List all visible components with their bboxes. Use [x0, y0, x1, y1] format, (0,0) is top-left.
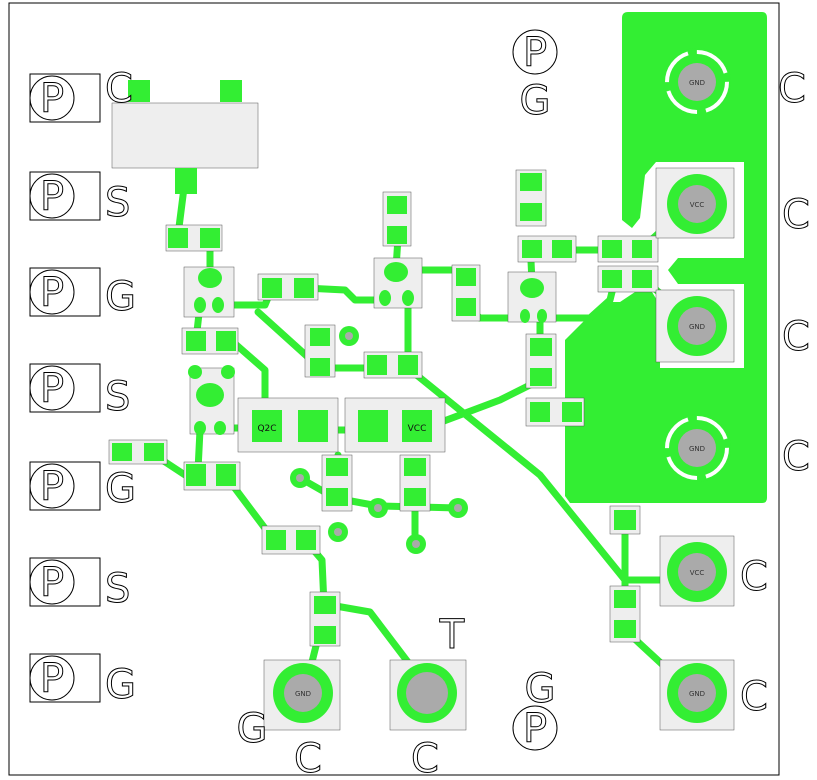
- left-marker-5: P: [29, 461, 101, 511]
- svg-text:GND: GND: [689, 690, 705, 698]
- left-marker-7: P: [29, 653, 101, 703]
- svg-text:GND: GND: [689, 445, 705, 453]
- svg-text:S: S: [105, 566, 130, 612]
- svg-text:G: G: [105, 662, 136, 708]
- svg-text:G: G: [525, 666, 556, 712]
- svg-text:GND: GND: [689, 323, 705, 331]
- svg-text:T: T: [439, 612, 465, 658]
- top-marker: P G: [512, 29, 558, 125]
- svg-text:P: P: [40, 76, 64, 122]
- svg-text:GND: GND: [689, 79, 705, 87]
- svg-text:C: C: [782, 314, 810, 360]
- svg-text:C: C: [411, 736, 439, 780]
- bottom-labels: G P G C C T: [236, 612, 558, 780]
- left-markers: P P P P P P P: [29, 73, 101, 703]
- svg-text:C: C: [740, 554, 768, 600]
- svg-text:G: G: [105, 274, 136, 320]
- svg-text:P: P: [40, 656, 64, 702]
- svg-text:VCC: VCC: [690, 569, 705, 577]
- right-labels: C C C C C C: [740, 66, 811, 721]
- left-marker-4: P: [29, 363, 101, 413]
- svg-text:P: P: [40, 366, 64, 412]
- svg-text:S: S: [105, 374, 130, 420]
- left-marker-3: P: [29, 267, 101, 317]
- svg-text:P: P: [40, 560, 64, 606]
- smd-pads: [112, 80, 652, 644]
- left-labels: C S G S G S G: [105, 66, 137, 709]
- left-marker-2: P: [29, 171, 101, 221]
- svg-text:P: P: [523, 30, 547, 76]
- svg-text:C: C: [782, 434, 810, 480]
- through-hole-pads: [273, 48, 731, 723]
- svg-text:G: G: [520, 78, 551, 124]
- svg-text:C: C: [294, 736, 322, 780]
- vias: [290, 326, 468, 554]
- svg-text:G: G: [105, 466, 136, 512]
- svg-text:C: C: [105, 66, 133, 112]
- svg-text:C: C: [782, 192, 810, 238]
- left-marker-6: P: [29, 557, 101, 607]
- svg-text:GND: GND: [295, 690, 311, 698]
- svg-text:S: S: [105, 180, 130, 226]
- svg-text:P: P: [40, 464, 64, 510]
- svg-text:C: C: [778, 66, 806, 112]
- net-label-q2c: Q2C: [257, 424, 276, 434]
- net-label-vcc: VCC: [408, 424, 427, 434]
- left-marker-1: P: [29, 73, 101, 123]
- svg-text:C: C: [740, 674, 768, 720]
- pad-labels: GND VCC GND GND VCC GND GND: [295, 79, 705, 698]
- svg-text:G: G: [237, 706, 268, 752]
- svg-text:VCC: VCC: [690, 201, 705, 209]
- svg-text:P: P: [40, 174, 64, 220]
- svg-text:P: P: [40, 270, 64, 316]
- svg-text:P: P: [523, 706, 547, 752]
- copper-pour-right: [565, 12, 767, 503]
